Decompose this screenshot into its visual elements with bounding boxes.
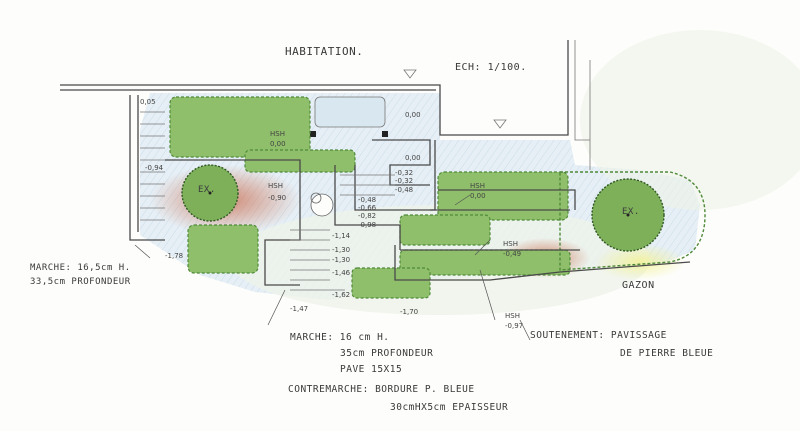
level-170: -1,70 xyxy=(400,308,418,316)
level-000-mid: 0,00 xyxy=(405,154,421,162)
hsh-e-label: HSH xyxy=(505,312,520,320)
hedge-mid-lower xyxy=(399,214,491,246)
hedge-right-lawn-border xyxy=(559,171,706,271)
tree-existing-left xyxy=(181,164,239,222)
lawn-label: GAZON xyxy=(622,280,655,291)
drawing-title: HABITATION. xyxy=(285,45,363,58)
level-032b: -0,32 xyxy=(395,177,413,185)
note-contremarche-1: CONTREMARCHE: BORDURE P. BLEUE xyxy=(288,384,475,395)
level-162: -1,62 xyxy=(332,291,350,299)
hedge-top-mid xyxy=(314,96,386,128)
note-soutenement-1: SOUTENEMENT: PAVISSAGE xyxy=(530,330,667,341)
level-147: -1,47 xyxy=(290,305,308,313)
note-contremarche-2: 30cmHX5cm EPAISSEUR xyxy=(390,402,508,413)
note-marche-2: 35cm PROFONDEUR xyxy=(340,348,433,359)
level-032: -0,32 xyxy=(395,169,413,177)
tree-existing-right xyxy=(591,178,665,252)
level-146: -1,46 xyxy=(332,269,351,277)
level-066: -0,66 xyxy=(358,204,377,212)
level-005: 0,05 xyxy=(140,98,156,106)
hsh-d-value: -0,49 xyxy=(503,250,521,258)
note-marche-1: MARCHE: 16 cm H. xyxy=(290,332,390,343)
note-soutenement-2: DE PIERRE BLEUE xyxy=(620,348,713,359)
level-082: -0,82 xyxy=(358,212,376,220)
house-walls xyxy=(60,40,591,170)
lawn-glow xyxy=(595,244,685,280)
note-marche-3: PAVE 15X15 xyxy=(340,364,402,375)
hsh-a-label: HSH xyxy=(270,130,285,138)
hsh-b-value: -0,90 xyxy=(268,194,286,202)
hsh-c-label: HSH xyxy=(470,182,485,190)
hsh-b-label: HSH xyxy=(268,182,283,190)
level-130: -1,30 xyxy=(332,246,350,254)
tree-right-label: EX. xyxy=(622,207,640,217)
hsh-a-value: 0,00 xyxy=(270,140,286,148)
hedge-top-left xyxy=(169,96,311,158)
level-000-top: 0,00 xyxy=(405,111,421,119)
hedge-mid-right xyxy=(437,171,569,221)
level-094: -0,94 xyxy=(145,164,164,172)
level-048: -0,48 xyxy=(395,186,413,194)
note-marche-small-2: 33,5cm PROFONDEUR xyxy=(30,277,131,287)
hedge-bottom-mid xyxy=(351,267,431,299)
hsh-d-label: HSH xyxy=(503,240,518,248)
hedge-left-low xyxy=(187,224,259,274)
level-114: -1,14 xyxy=(332,232,351,240)
level-098: -0,98 xyxy=(358,221,376,229)
level-178: -1,78 xyxy=(165,252,183,260)
hsh-e-value: -0,97 xyxy=(505,322,523,330)
level-130b: -1,30 xyxy=(332,256,350,264)
drawing-scale: ECH: 1/100. xyxy=(455,62,527,73)
stairs-and-walls xyxy=(129,95,691,291)
hedges xyxy=(169,96,706,299)
tree-left-label: EX. xyxy=(198,185,216,195)
level-048b: -0,48 xyxy=(358,196,376,204)
leader-lines xyxy=(134,194,531,341)
hsh-c-value: 0,00 xyxy=(470,192,486,200)
note-marche-small-1: MARCHE: 16,5cm H. xyxy=(30,263,131,273)
